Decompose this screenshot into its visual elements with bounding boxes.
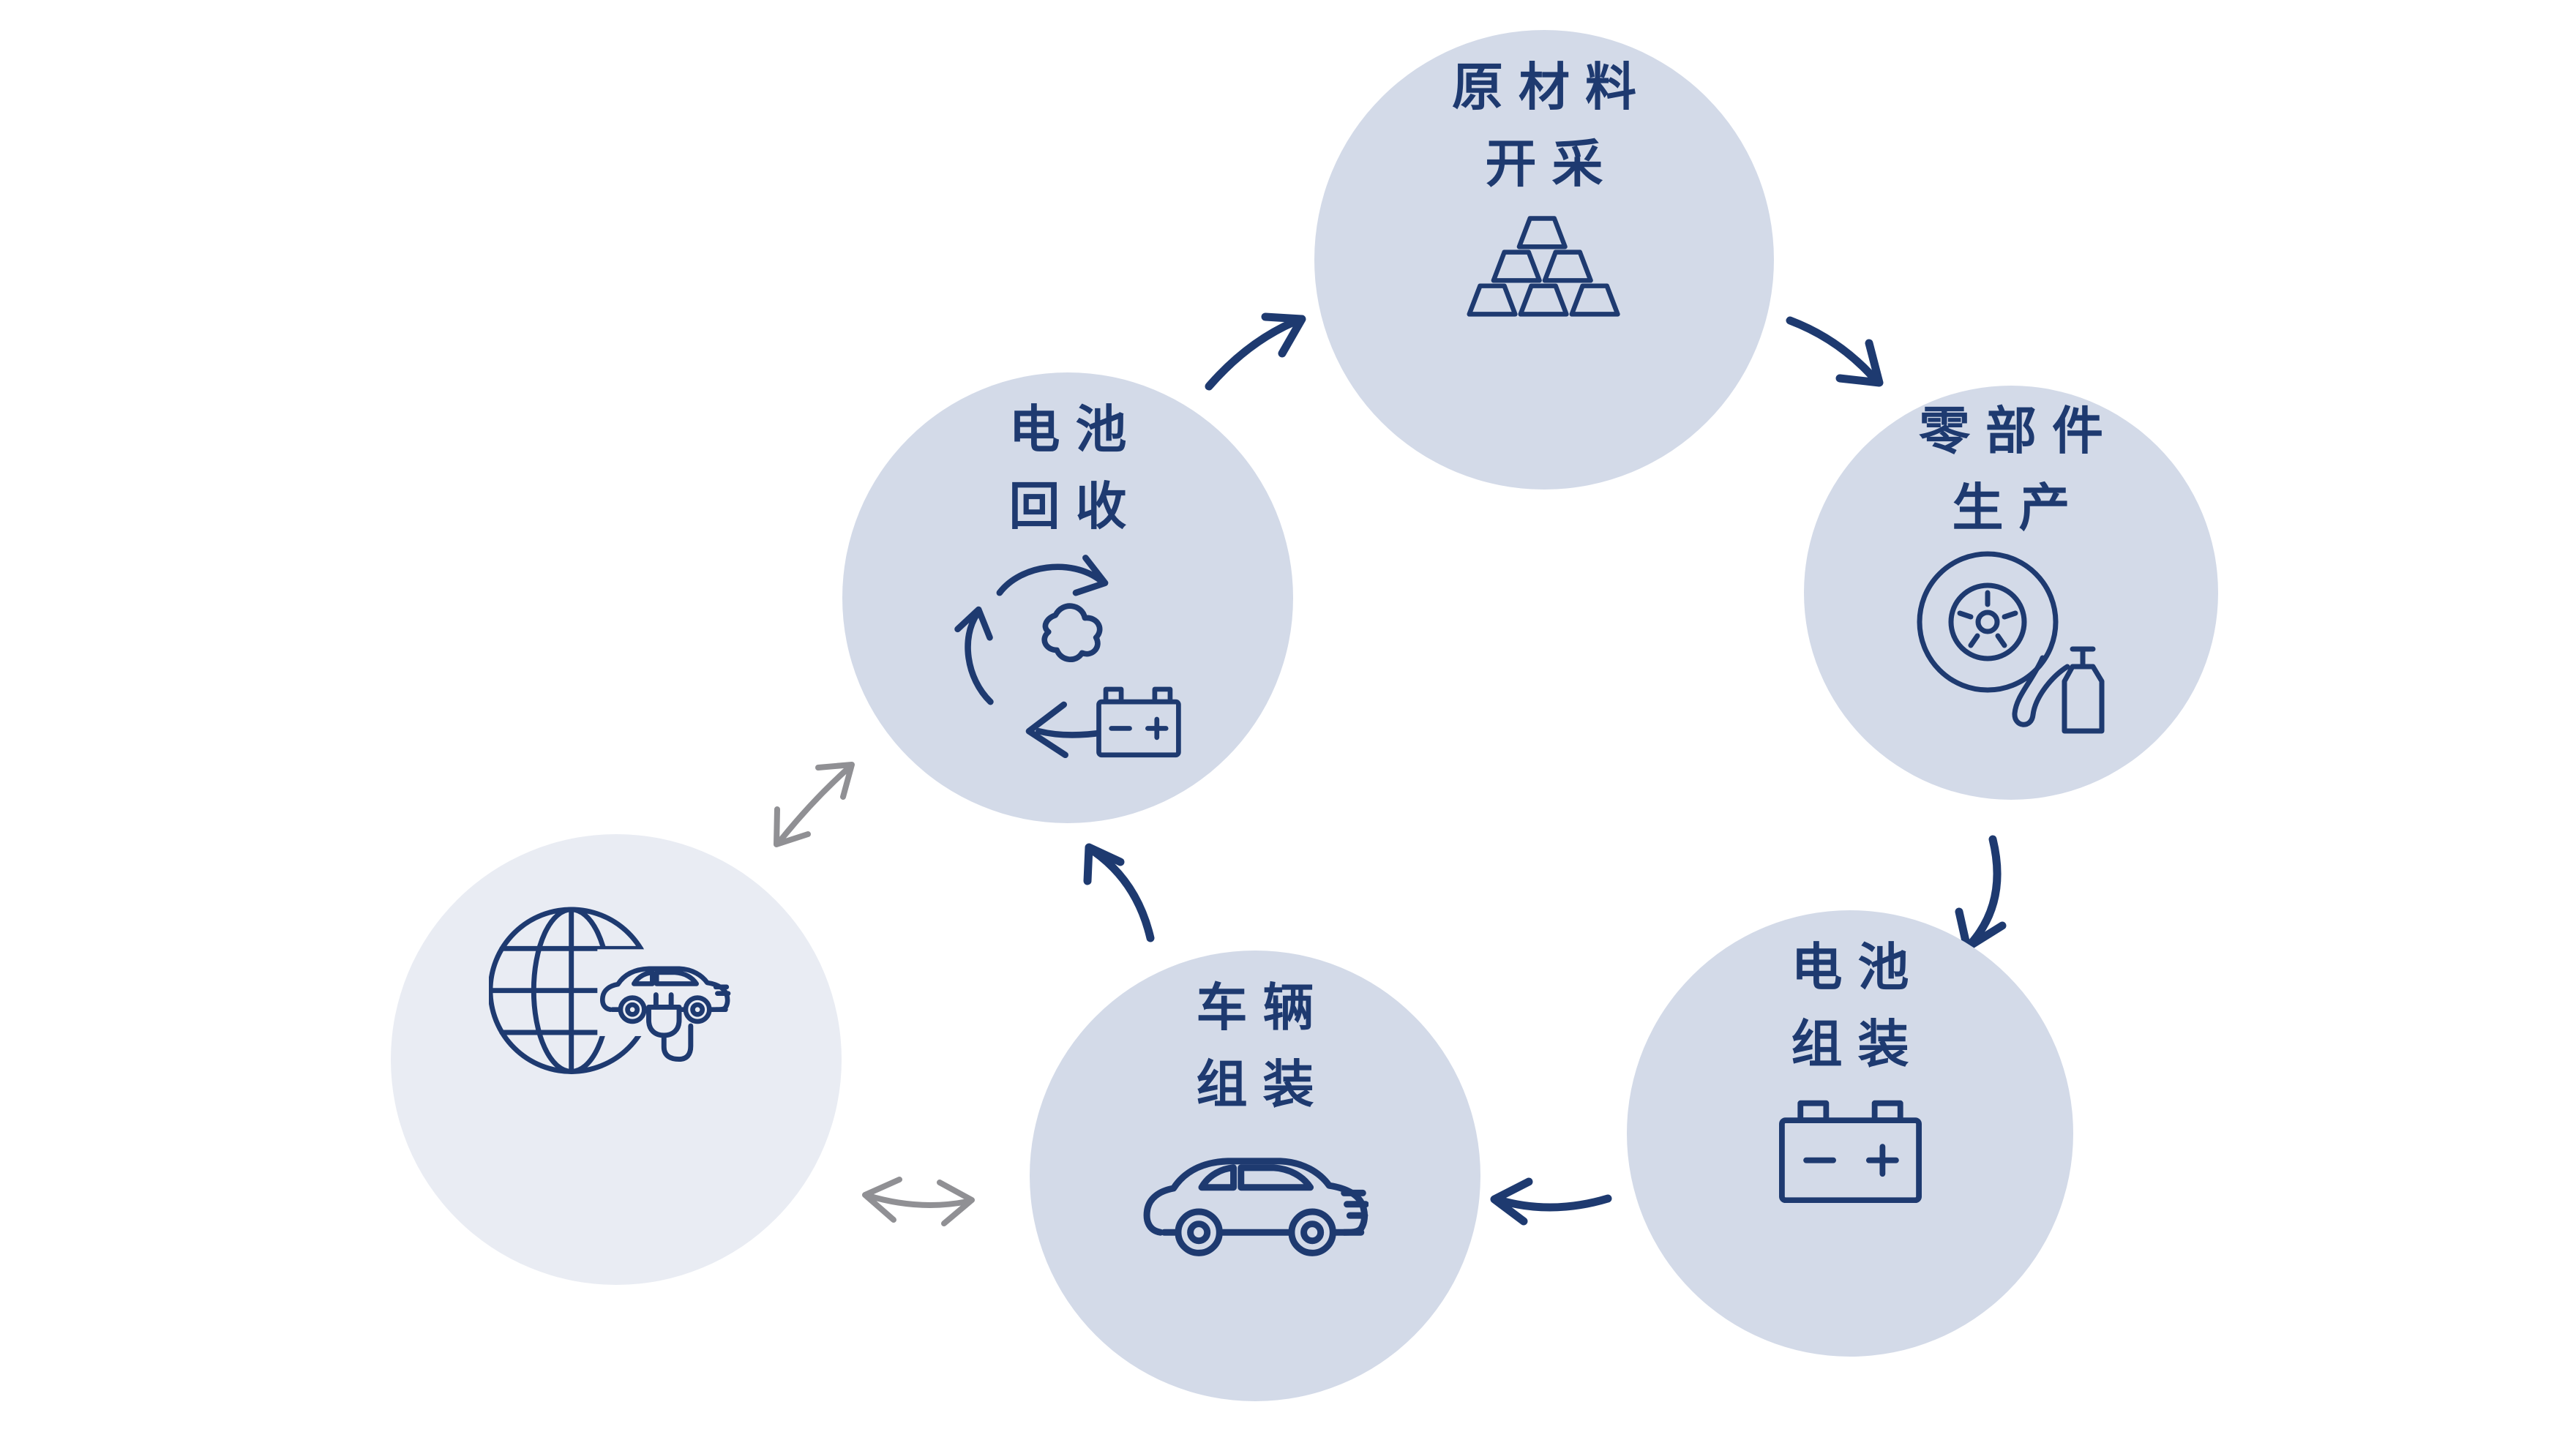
arrow-battery-recycling-to-raw-material-mining	[1205, 312, 1306, 391]
battery-icon	[1778, 1100, 1922, 1204]
node-label: 零部件 生产	[1919, 402, 2119, 536]
arrow-raw-material-mining-to-parts-production	[1786, 316, 1884, 387]
arrow-parts-production-to-battery-assembly	[1955, 835, 2007, 952]
node-label: 电池 组装	[1791, 939, 1925, 1073]
globe-ev-icon	[489, 907, 743, 1074]
arrow-global-ev-use-battery-recycling	[774, 762, 855, 847]
arrow-battery-assembly-to-vehicle-assembly	[1490, 1177, 1612, 1226]
ingots-icon	[1467, 216, 1620, 317]
arrow-global-ev-use-vehicle-assembly	[862, 1177, 975, 1226]
battery-recycle-icon	[954, 555, 1181, 758]
arrow-vehicle-assembly-to-battery-recycling	[1083, 843, 1155, 942]
node-battery-assembly: 电池 组装	[1627, 910, 2073, 1357]
node-label: 原材料 开采	[1452, 59, 1652, 192]
node-global-ev-use	[391, 834, 842, 1285]
node-parts-production: 零部件 生产	[1804, 386, 2218, 800]
node-vehicle-assembly: 车辆 组装	[1030, 951, 1480, 1401]
node-label: 车辆 组装	[1196, 979, 1330, 1113]
node-battery-recycling: 电池 回收	[842, 372, 1293, 823]
node-raw-material-mining: 原材料 开采	[1314, 30, 1774, 490]
car-icon	[1143, 1158, 1368, 1256]
node-label: 电池 回收	[1008, 401, 1142, 535]
wheel-icon	[1917, 551, 2105, 734]
